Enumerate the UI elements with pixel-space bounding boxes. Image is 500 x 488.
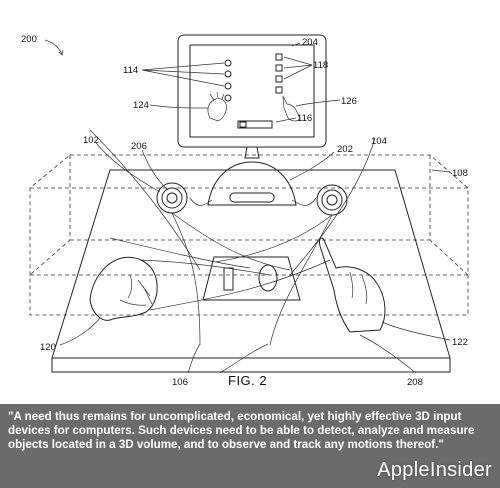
right-hand [319, 237, 386, 333]
reference-numerals: 200 204 114 118 124 126 116 102 206 202 … [21, 34, 468, 388]
base-unit [189, 161, 317, 206]
patent-figure: 200 204 114 118 124 126 116 102 206 202 … [21, 34, 469, 388]
leader-lines [44, 39, 451, 374]
label-208: 208 [407, 377, 423, 388]
figure-caption: FIG. 2 [228, 373, 267, 388]
camera-left [156, 182, 188, 214]
patent-quote: "A need thus remains for uncomplicated, … [8, 410, 475, 451]
label-122: 122 [452, 337, 468, 348]
label-204: 204 [302, 37, 318, 48]
appleinsider-logo: AppleInsider [377, 459, 492, 481]
monitor [177, 34, 327, 159]
desk-surface [51, 169, 451, 373]
label-124: 124 [133, 100, 149, 111]
label-118: 118 [313, 60, 328, 71]
sight-lines [89, 129, 376, 346]
left-hand [89, 256, 158, 321]
caption-band: "A need thus remains for uncomplicated, … [0, 404, 500, 488]
label-202: 202 [337, 144, 353, 155]
camera-right [316, 184, 348, 216]
label-120: 120 [40, 342, 56, 353]
label-106: 106 [172, 377, 188, 388]
label-102: 102 [83, 135, 99, 146]
tracked-object [202, 256, 301, 301]
detection-volume [29, 154, 469, 316]
label-116: 116 [297, 113, 312, 124]
label-108: 108 [452, 168, 468, 179]
label-206: 206 [131, 141, 147, 152]
label-114: 114 [123, 65, 138, 76]
label-126: 126 [341, 96, 357, 107]
label-200: 200 [21, 34, 37, 45]
label-104: 104 [371, 136, 387, 147]
